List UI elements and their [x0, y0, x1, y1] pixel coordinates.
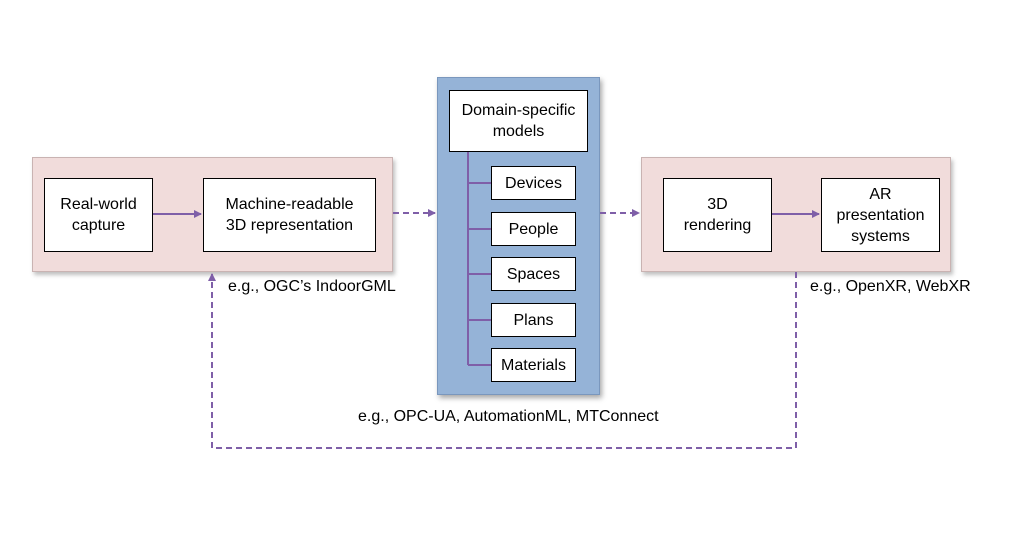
domain-specific-models-box[interactable]: Domain-specific models	[449, 90, 588, 152]
model-item-materials[interactable]: Materials	[491, 348, 576, 382]
feedback-loop-arrow	[208, 272, 797, 449]
openxr-webxr-note: e.g., OpenXR, WebXR	[810, 278, 971, 295]
indoorgml-note: e.g., OGC’s IndoorGML	[228, 278, 396, 295]
opc-ua-note: e.g., OPC-UA, AutomationML, MTConnect	[358, 408, 659, 425]
machine-readable-representation-box[interactable]: Machine-readable 3D representation	[203, 178, 376, 252]
ar-presentation-systems-box[interactable]: AR presentation systems	[821, 178, 940, 252]
real-world-capture-box[interactable]: Real-world capture	[44, 178, 153, 252]
model-item-spaces[interactable]: Spaces	[491, 257, 576, 291]
model-item-devices[interactable]: Devices	[491, 166, 576, 200]
model-item-plans[interactable]: Plans	[491, 303, 576, 337]
3d-rendering-box[interactable]: 3D rendering	[663, 178, 772, 252]
model-tree-connector	[467, 152, 491, 366]
model-item-people[interactable]: People	[491, 212, 576, 246]
